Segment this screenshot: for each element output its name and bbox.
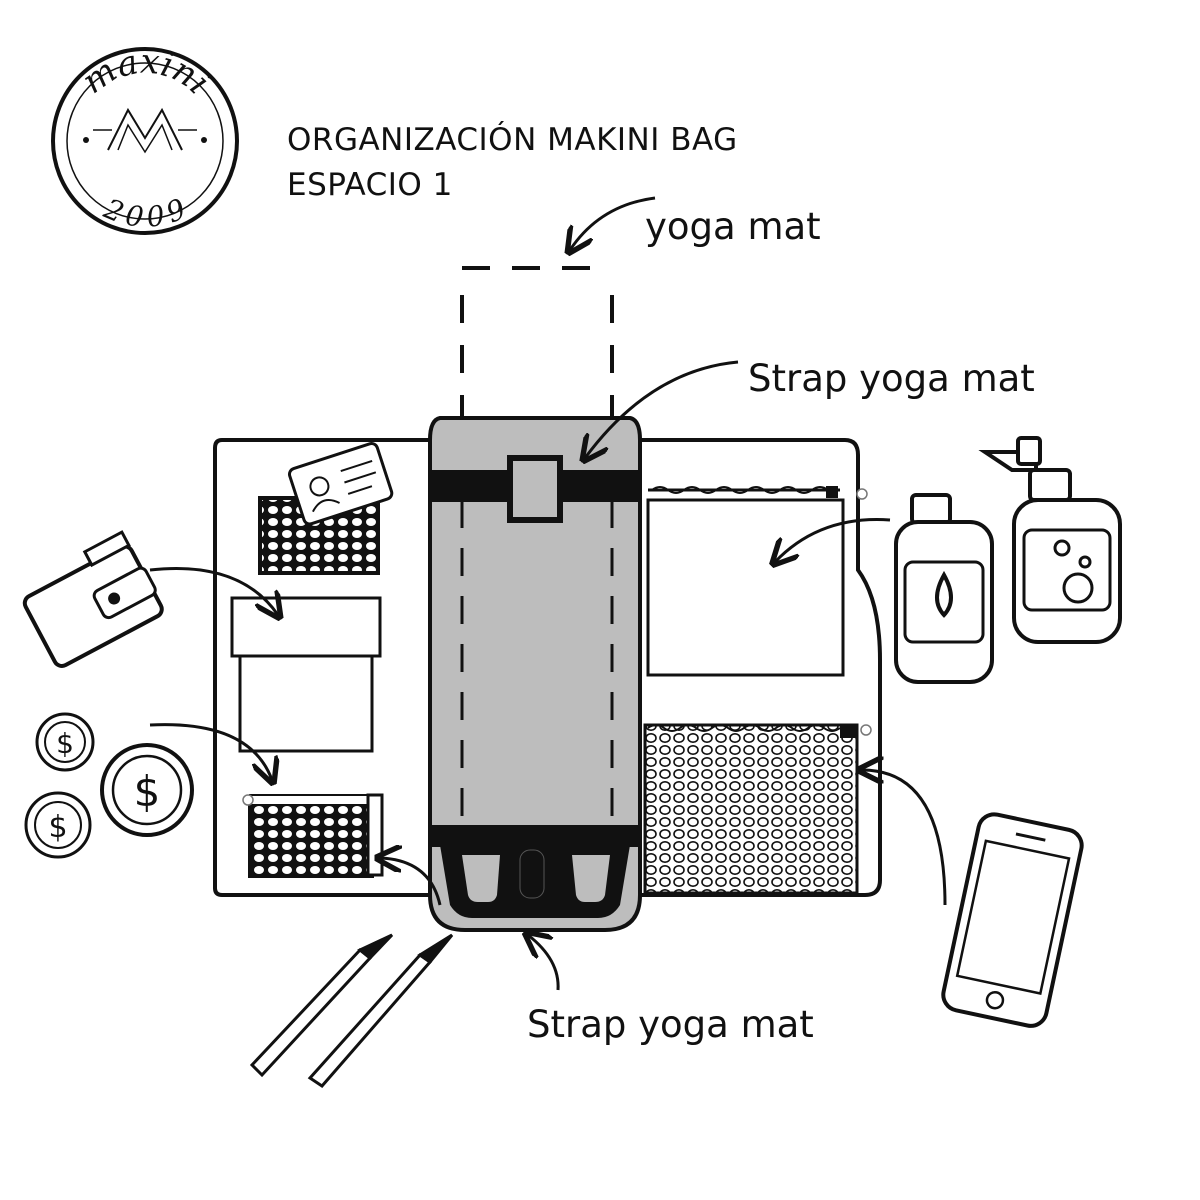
- logo-top-text: maxini: [75, 42, 218, 103]
- coin-symbol-3: $: [134, 767, 161, 816]
- diagram-title: ORGANIZACIÓN MAKINI BAG ESPACIO 1: [287, 118, 738, 208]
- bottles-icon: [894, 436, 1122, 684]
- title-line-2: ESPACIO 1: [287, 166, 453, 203]
- id-card-icon: [287, 442, 394, 526]
- label-strap-bottom: Strap yoga mat: [527, 1003, 814, 1046]
- arrows: [149, 196, 947, 991]
- logo-bottom-text: 2009: [98, 192, 190, 234]
- label-strap-top: Strap yoga mat: [748, 357, 1035, 400]
- svg-text:maxini: maxini: [75, 42, 218, 103]
- pens-icon: [249, 933, 454, 1088]
- phone-icon: [941, 812, 1084, 1028]
- brand-logo: maxini 2009: [51, 42, 239, 235]
- wallet-icon: [22, 530, 164, 668]
- coins-icon: $ $ $: [24, 712, 194, 859]
- strap-panel: [428, 416, 642, 932]
- coin-symbol-2: $: [48, 810, 67, 845]
- coin-symbol-1: $: [56, 727, 74, 760]
- label-yoga-mat: yoga mat: [645, 205, 821, 248]
- left-pockets: [230, 496, 384, 878]
- right-pockets: [643, 486, 872, 895]
- title-line-1: ORGANIZACIÓN MAKINI BAG: [287, 122, 738, 158]
- yoga-mat-outline: [460, 266, 614, 420]
- svg-text:2009: 2009: [98, 192, 190, 234]
